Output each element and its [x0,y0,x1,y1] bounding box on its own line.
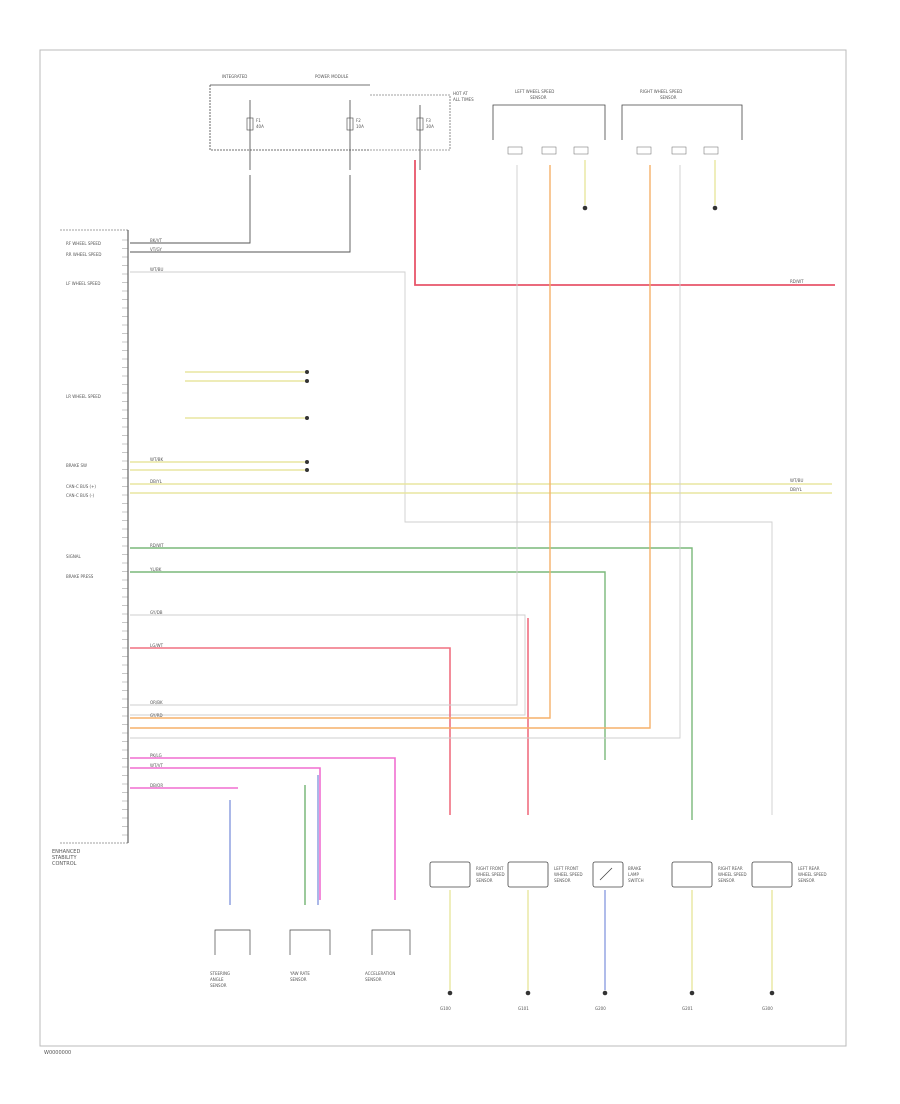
wire-label-3: WT/BK [150,457,163,462]
sensor-rf-label-1: RIGHT FRONT [476,866,504,871]
sensor-rr-label-1: RIGHT REAR [718,866,743,871]
acceleration-connector: ACCELERATION SENSOR [365,929,411,982]
sensor-rf: RIGHT FRONT WHEEL SPEED SENSOR G100 [429,861,505,1011]
right-edge-label-1: WT/BU [790,478,803,483]
ground-label-1: G101 [518,1006,529,1011]
yaw-label-2: SENSOR [290,977,307,982]
sensor-lr-label-1: LEFT REAR [798,866,820,871]
wire-label-2: WT/BU [150,267,163,272]
footer-code: W0000000 [44,1050,71,1056]
fuse-f2-symbol [346,117,354,131]
wire-label-13: DB/OR [150,783,163,788]
wire-labels: BK/VT VT/GY WT/BU WT/BK DB/YL RD/WT YL/B… [149,238,164,788]
pin-label-lr-wheel: LR WHEEL SPEED [66,394,101,399]
fuse-box-left-title-1: INTEGRATED [222,74,247,79]
pin-label-signal: SIGNAL [66,554,82,559]
fuse-box-left: INTEGRATED POWER MODULE F1 40A F2 10A [209,74,370,170]
wire-label-1: VT/GY [150,247,162,252]
fuse-f2-rating: 10A [356,124,364,129]
right-edge-label-0: RD/WT [790,279,804,284]
steering-label-1: STEERING [210,971,230,976]
sensor-box-left: LEFT WHEEL SPEED SENSOR [492,89,606,155]
fuse-box-right-label-1: HOT AT [453,91,468,96]
pin-label-rr-wheel: RR WHEEL SPEED [66,252,101,257]
fuse-box-left-title-2: POWER MODULE [315,74,349,79]
steering-label-3: SENSOR [210,983,227,988]
wire-label-9: OR/BK [150,700,163,705]
fuse-f3-symbol [416,117,424,131]
pin-label-lf-wheel: LF WHEEL SPEED [66,281,100,286]
accel-label-2: SENSOR [365,977,382,982]
pin-label-can-plus: CAN-C BUS (+) [66,484,96,489]
sensor-lr-label-3: SENSOR [798,878,815,883]
wire-label-8: LG/WT [150,643,164,648]
accel-label-1: ACCELERATION [365,971,395,976]
module-pin-labels: RF WHEEL SPEED RR WHEEL SPEED LF WHEEL S… [66,241,101,579]
steering-label-2: ANGLE [210,977,224,982]
wire-label-5: RD/WT [150,543,164,548]
wire-label-10: GY/RD [150,713,163,718]
wire-label-6: YL/BK [149,567,162,572]
sensor-rr-label-2: WHEEL SPEED [718,872,747,877]
diagram-frame [39,49,847,1047]
pin-label-can-minus: CAN-C BUS (-) [66,493,95,498]
pin-label-brake-sw: BRAKE SW [66,463,87,468]
sensor-rf-label-2: WHEEL SPEED [476,872,505,877]
sensor-lr-label-2: WHEEL SPEED [798,872,827,877]
module-name-1: ENHANCED [52,849,80,855]
yaw-label-1: YAW RATE [289,971,310,976]
wire-label-11: PK/LG [150,753,162,758]
sensor-lr: LEFT REAR WHEEL SPEED SENSOR G300 [751,861,827,1011]
sensor-box-left-title-2: SENSOR [530,95,547,100]
connector-dots [305,370,309,472]
wire-label-7: GY/DB [150,610,163,615]
fuse-f2-name: F2 [356,118,361,123]
fuse-f1-rating: 40A [256,124,264,129]
sensor-box-left-title-1: LEFT WHEEL SPEED [515,89,554,94]
bottom-sensors: RIGHT FRONT WHEEL SPEED SENSOR G100 LEFT… [429,861,827,1011]
sensor-lf-label-2: WHEEL SPEED [554,872,583,877]
ground-label-3: G201 [682,1006,693,1011]
sensor-rr: RIGHT REAR WHEEL SPEED SENSOR G201 [671,861,747,1011]
module-connector: ENHANCED STABILITY CONTROL [52,229,129,867]
sensor-rr-label-3: SENSOR [718,878,735,883]
bottom-connectors: STEERING ANGLE SENSOR YAW RATE SENSOR AC… [210,929,411,988]
wire-label-0: BK/VT [150,238,162,243]
fuse-f3-name: F3 [426,118,431,123]
sensor-box-right: RIGHT WHEEL SPEED SENSOR [621,89,743,155]
right-edge-labels: RD/WT WT/BU DB/YL [790,279,804,492]
fuse-box-right: F3 30A HOT AT ALL TIMES [370,91,474,170]
pin-label-rf-wheel: RF WHEEL SPEED [66,241,101,246]
ground-label-2: G200 [595,1006,606,1011]
fuse-f3-rating: 30A [426,124,434,129]
brake-switch-label-3: SWITCH [628,878,644,883]
module-name-2: STABILITY [52,855,77,861]
ground-symbols-top [582,160,718,211]
fuse-f1-symbol [246,117,254,131]
brake-switch-label-1: BRAKE [628,866,642,871]
sensor-lf-label-3: SENSOR [554,878,571,883]
yaw-rate-connector: YAW RATE SENSOR [289,929,331,982]
ground-label-0: G100 [440,1006,451,1011]
steering-angle-connector: STEERING ANGLE SENSOR [210,929,251,988]
pin-label-brake-press: BRAKE PRESS [66,574,94,579]
sensor-rf-label-3: SENSOR [476,878,493,883]
sensor-box-right-title-2: SENSOR [660,95,677,100]
sensor-box-right-title-1: RIGHT WHEEL SPEED [640,89,682,94]
right-edge-label-2: DB/YL [790,487,803,492]
sensor-lf: LEFT FRONT WHEEL SPEED SENSOR G101 [507,861,583,1011]
wire-label-12: WT/VT [150,763,163,768]
brake-switch-label-2: LAMP [628,872,640,877]
brake-lamp-switch: BRAKE LAMP SWITCH G200 [592,861,644,1011]
sensor-lf-label-1: LEFT FRONT [554,866,579,871]
fuse-box-right-label-2: ALL TIMES [453,97,474,102]
module-pin-ticks [122,239,128,836]
fuse-f1-name: F1 [256,118,261,123]
ground-label-4: G300 [762,1006,773,1011]
module-name-3: CONTROL [52,861,77,867]
wires [130,160,835,905]
wire-label-4: DB/YL [150,479,163,484]
